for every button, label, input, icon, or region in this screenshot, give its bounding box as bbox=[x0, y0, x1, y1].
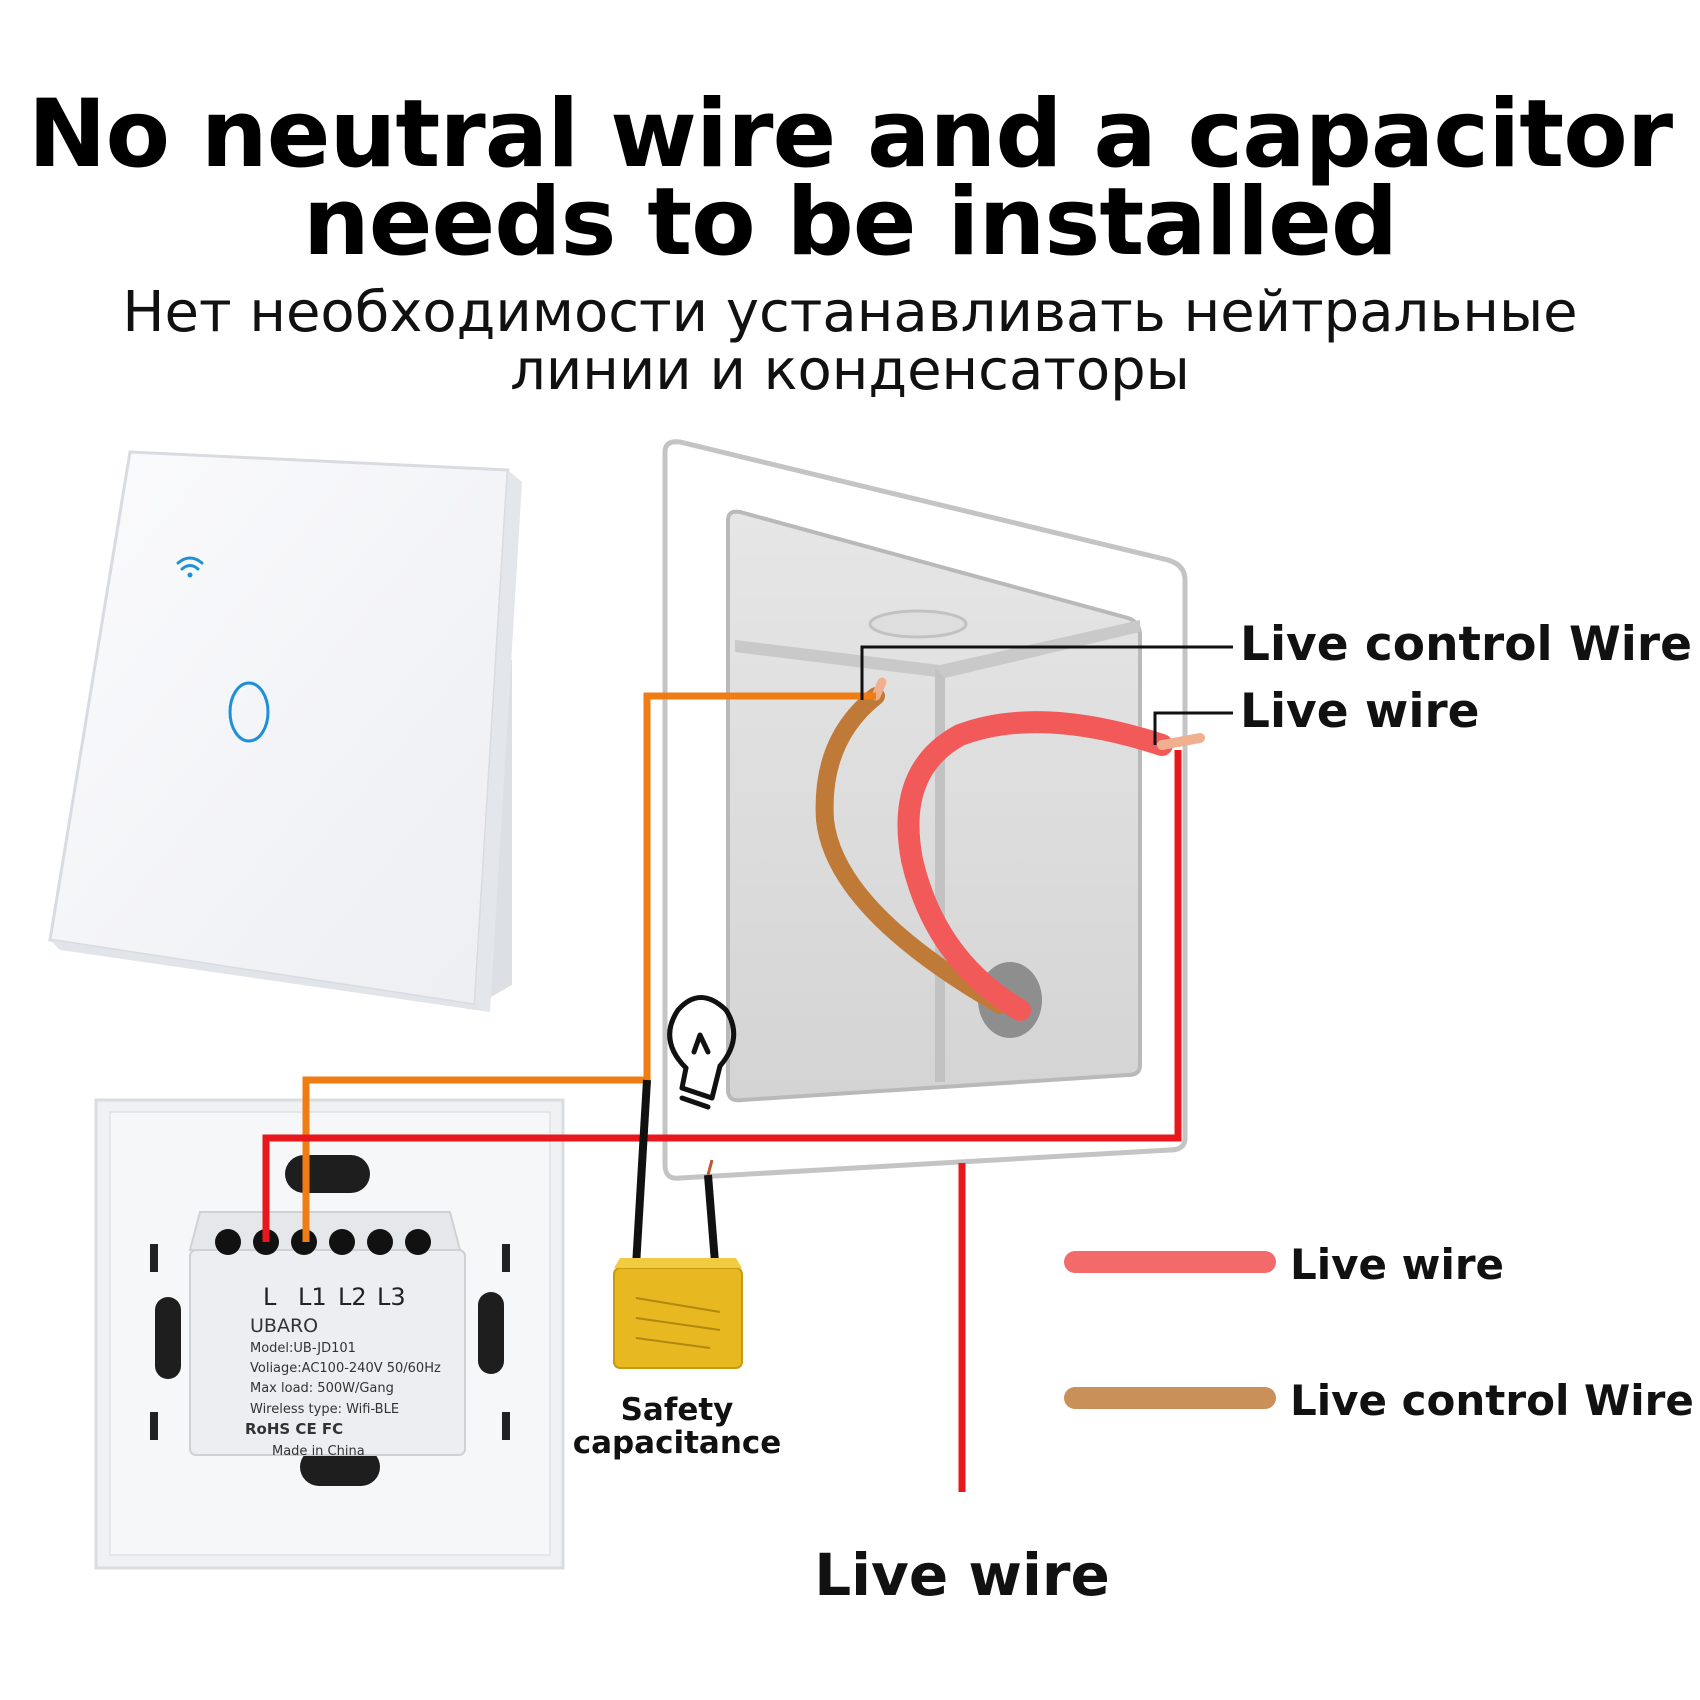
terminal-l3: L3 bbox=[377, 1283, 406, 1311]
legend-label-live-control-wire: Live control Wire bbox=[1290, 1376, 1694, 1425]
wifi-icon bbox=[176, 556, 204, 578]
callout-live-control-wire: Live control Wire bbox=[1240, 617, 1692, 672]
live-control-wire-3d bbox=[815, 687, 1009, 1014]
capacitor-icon bbox=[613, 1079, 743, 1369]
switch-back-module: L L1 L2 L3 UBARO Model:UB-JD101 Voliage:… bbox=[94, 1098, 565, 1570]
module-certs: RoHS CE FC bbox=[245, 1420, 343, 1438]
module-wireless: Wireless type: Wifi-BLE bbox=[250, 1402, 399, 1417]
terminal-l: L bbox=[263, 1283, 277, 1311]
capacitor-label-line-2: capacitance bbox=[573, 1425, 782, 1461]
terminal-l2: L2 bbox=[338, 1283, 367, 1311]
capacitor-label-line-1: Safety bbox=[621, 1392, 734, 1428]
live-wire-3d bbox=[897, 711, 1173, 1021]
module-brand: UBARO bbox=[250, 1315, 318, 1337]
module-voltage: Voliage:AC100-240V 50/60Hz bbox=[250, 1361, 441, 1376]
live-wire-line bbox=[262, 750, 1182, 1242]
light-bulb-icon bbox=[667, 995, 737, 1110]
subtitle-line-2: линии и конденсаторы bbox=[510, 338, 1190, 403]
wall-box bbox=[662, 439, 1205, 1181]
bottom-label-live-wire: Live wire bbox=[814, 1541, 1110, 1609]
touch-button-icon bbox=[228, 681, 270, 743]
legend-label-live-wire: Live wire bbox=[1290, 1240, 1504, 1289]
module-model: Model:UB-JD101 bbox=[250, 1341, 356, 1356]
module-max-load: Max load: 500W/Gang bbox=[250, 1381, 394, 1396]
legend: Live wire Live control Wire bbox=[1064, 1240, 1694, 1425]
title-line-1: No neutral wire and a capacitor bbox=[27, 80, 1673, 189]
callout-live-wire: Live wire bbox=[1240, 684, 1480, 739]
title-line-2: needs to be installed bbox=[302, 168, 1398, 277]
module-origin: Made in China bbox=[272, 1444, 365, 1459]
subtitle-line-1: Нет необходимости устанавливать нейтраль… bbox=[122, 280, 1578, 345]
terminal-l1: L1 bbox=[298, 1283, 327, 1311]
switch-front-panel bbox=[48, 450, 522, 1012]
